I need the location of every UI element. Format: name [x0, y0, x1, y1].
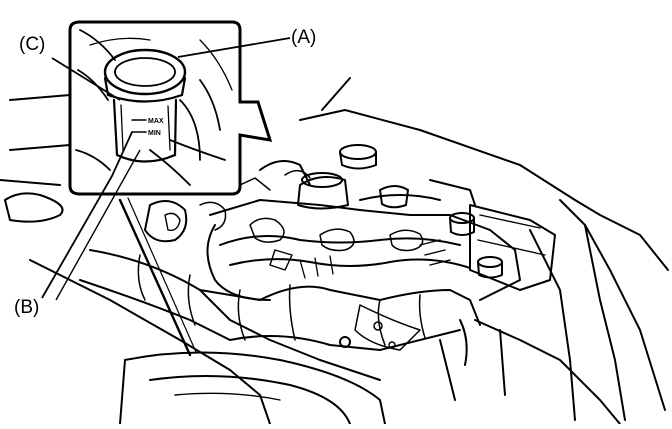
- right-fender: [559, 199, 666, 411]
- leader-lines: [41, 37, 291, 301]
- left-fender: [0, 94, 71, 186]
- brake-reservoir: [297, 175, 349, 210]
- max-mark: MAX: [148, 118, 164, 125]
- hood-outline: [299, 109, 669, 271]
- dipstick: [118, 198, 192, 357]
- leader-c: [51, 57, 121, 101]
- oil-cap: [379, 185, 409, 209]
- intake-duct: [89, 249, 481, 326]
- reservoir-inset: [68, 20, 273, 196]
- radiator-hose: [206, 224, 271, 301]
- engine-block: [209, 199, 521, 301]
- leader-b: [41, 131, 133, 299]
- min-mark: MIN: [148, 130, 161, 137]
- callout-c: (C): [19, 34, 46, 55]
- reservoir-inset-detail: [75, 29, 233, 186]
- hood-strut: [321, 77, 351, 111]
- headlight: [119, 351, 386, 425]
- leader-a: [177, 37, 291, 58]
- callout-a: (A): [291, 27, 317, 48]
- callout-b: (B): [14, 297, 40, 318]
- battery: [469, 204, 556, 291]
